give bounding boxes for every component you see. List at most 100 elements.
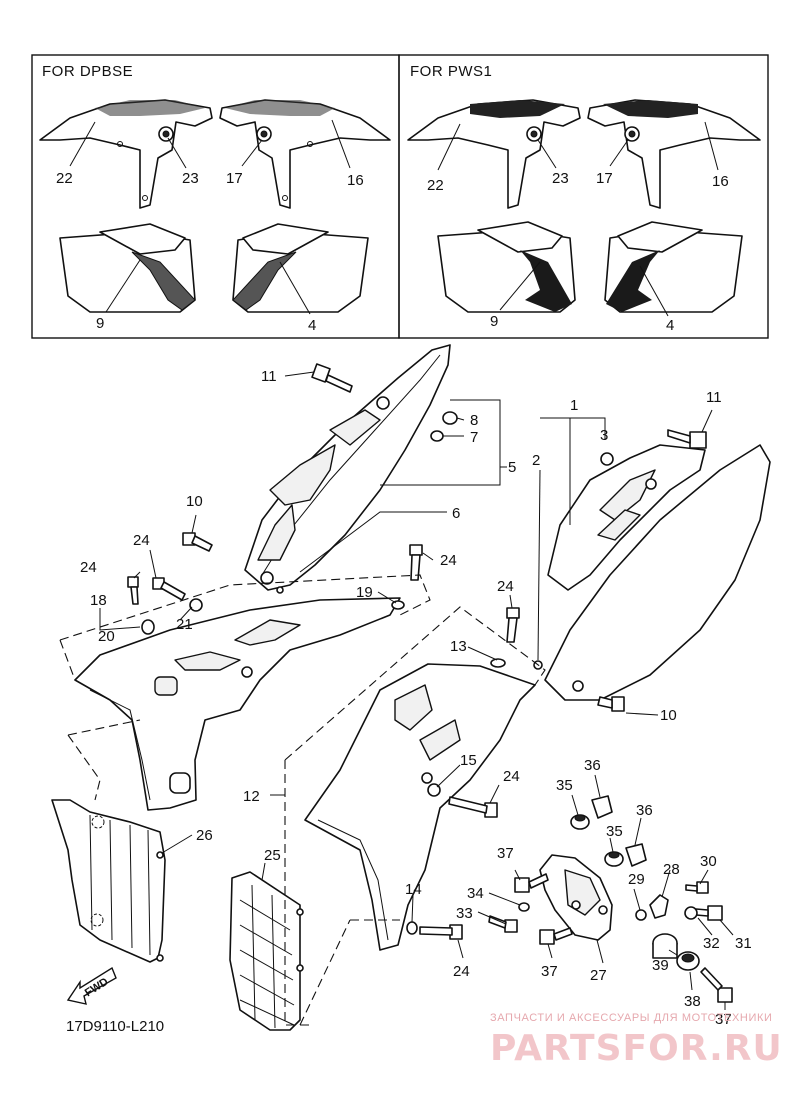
label-35-a: 35 [556,777,573,794]
label-31: 31 [735,935,752,952]
washer-32 [684,906,698,920]
label-24-b: 24 [133,532,150,549]
label-1: 1 [570,397,578,414]
label-24-c: 24 [440,552,457,569]
label-25: 25 [264,847,281,864]
inset-label-4-pws1: 4 [666,317,674,334]
label-10-left: 10 [186,493,203,510]
label-11-upper: 11 [261,368,277,385]
inset-panels: FOR DPBSE FOR PWS1 [31,54,769,339]
label-38: 38 [684,993,701,1010]
bolt-24-f [419,924,463,940]
decal-16-dpbse [219,99,391,209]
collar-3 [600,452,614,466]
decal-22-pws1 [407,99,581,209]
radiator-shroud-right [304,663,536,951]
label-12: 12 [243,788,260,805]
label-20: 20 [98,628,115,645]
inset-label-23-dpbse: 23 [182,170,199,187]
label-34: 34 [467,885,484,902]
label-6: 6 [452,505,460,522]
watermark: ЗАПЧАСТИ И АКСЕССУАРЫ ДЛЯ МОТОТЕХНИКИ PA… [490,1012,783,1069]
grommet-35-b [604,851,624,867]
inset-leaders [69,119,719,317]
main-leaders [99,371,734,1010]
radiator-guard [51,799,166,963]
ring-29 [635,909,647,921]
decal-9-pws1 [437,221,576,313]
inset-label-22-pws1: 22 [427,177,444,194]
inset-label-16-dpbse: 16 [347,172,364,189]
label-37-c: 37 [715,1011,732,1028]
label-10-right: 10 [660,707,677,724]
bolt-24-c [409,544,423,581]
label-29: 29 [628,871,645,888]
decal-16-pws1 [587,99,761,209]
bolt-24-b [152,577,186,601]
bolt-37-a [514,873,549,893]
decal-4-dpbse [232,223,369,313]
label-39: 39 [652,957,669,974]
label-32: 32 [703,935,720,952]
decal-22-dpbse [39,99,213,209]
label-11-right: 11 [706,389,722,406]
label-36-b: 36 [636,802,653,819]
inset-label-22-dpbse: 22 [56,170,73,187]
inset-label-9-dpbse: 9 [96,315,104,332]
diagram-code: 17D9110-L210 [66,1018,164,1035]
label-33: 33 [456,905,473,922]
washer-19 [391,600,405,610]
label-8: 8 [470,412,478,429]
bolt-11-upper [311,363,353,393]
washer-13 [490,658,506,668]
watermark-tagline: ЗАПЧАСТИ И АКСЕССУАРЫ ДЛЯ МОТОТЕХНИКИ [490,1012,772,1024]
collar-36-b [625,843,647,867]
inset-label-17-pws1: 17 [596,170,613,187]
fwd-arrow: FWD [66,966,117,1005]
side-cover-right [533,444,771,701]
label-13: 13 [450,638,467,655]
bolt-11-right [667,429,707,449]
bolt-24-e [448,796,498,818]
label-30: 30 [700,853,717,870]
washer-7 [430,430,444,442]
fasteners [127,363,733,1003]
label-35-b: 35 [606,823,623,840]
label-26: 26 [196,827,213,844]
watermark-brand: PARTSFOR.RU [490,1028,783,1069]
inset-label-9-pws1: 9 [490,313,498,330]
inset-label-16-pws1: 16 [712,173,729,190]
washer-14 [406,921,418,935]
label-15: 15 [460,752,477,769]
main-labels: 11 8 7 5 6 1 2 3 11 10 10 24 24 24 24 19… [80,368,752,1028]
label-37-a: 37 [497,845,514,862]
inset-label-23-pws1: 23 [552,170,569,187]
radiator-shroud-left [74,597,401,811]
inset-label-4-dpbse: 4 [308,317,316,334]
panel-pws1-title: FOR PWS1 [410,63,492,80]
label-3: 3 [600,427,608,444]
label-28: 28 [663,861,680,878]
label-24-e: 24 [503,768,520,785]
bolt-24-d [506,607,520,643]
label-36-a: 36 [584,757,601,774]
bolt-24-a [127,576,139,605]
label-24-a: 24 [80,559,97,576]
collar-21 [189,598,203,612]
label-24-f: 24 [453,963,470,980]
label-27: 27 [590,967,607,984]
label-2: 2 [532,452,540,469]
radiator-louver [229,871,304,1031]
panel-dpbse-title: FOR DPBSE [42,63,133,80]
dashed-assembly-lines [59,574,546,1026]
inset-label-17-dpbse: 17 [226,170,243,187]
decal-9-dpbse [59,223,196,313]
bolt-31 [695,905,723,921]
grommet-35-a [570,814,590,830]
washer-34 [518,902,530,912]
decal-4-pws1 [604,221,743,313]
damper-38 [676,951,700,971]
cover-27 [539,854,613,941]
bolt-10-right [597,696,625,712]
side-cover-left [244,344,451,594]
